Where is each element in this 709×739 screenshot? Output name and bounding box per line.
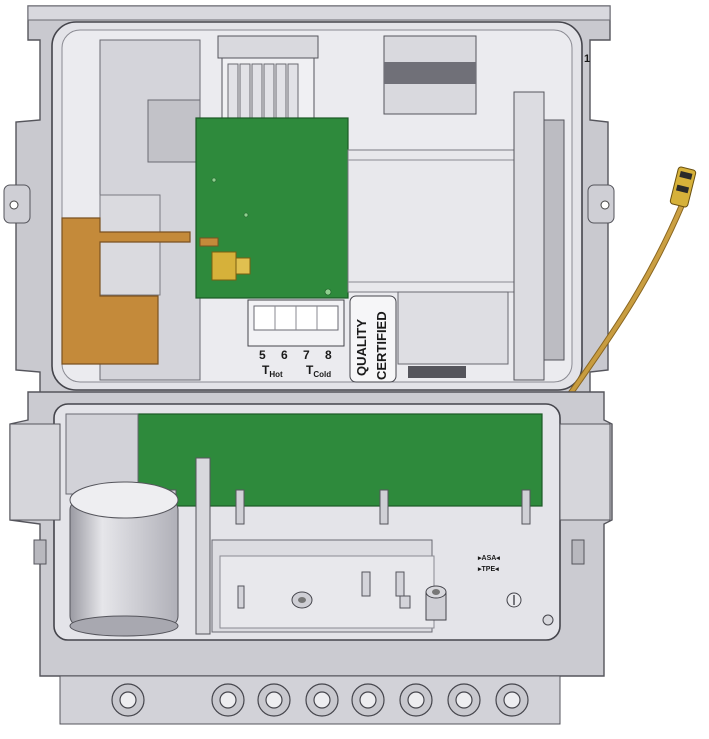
t-cold-label: TCold bbox=[306, 363, 331, 379]
right-flange bbox=[587, 184, 615, 224]
terminal-numbers: 5 6 7 8 bbox=[259, 348, 332, 362]
terminal-6: 6 bbox=[281, 348, 288, 362]
cable-gland-icon bbox=[495, 683, 529, 717]
mounting-hole-icon bbox=[600, 200, 610, 210]
cable-gland-icon bbox=[211, 683, 245, 717]
terminal-8: 8 bbox=[325, 348, 332, 362]
cable-gland-icon bbox=[305, 683, 339, 717]
copper-bracket bbox=[61, 217, 191, 365]
left-flange bbox=[3, 184, 31, 224]
terminal-5: 5 bbox=[259, 348, 266, 362]
top-housing: 1 bbox=[3, 5, 615, 399]
battery-cylinder bbox=[69, 481, 179, 637]
material-marking-tpe: ▸TPE◂ bbox=[477, 566, 499, 573]
cable-connector-icon bbox=[669, 166, 697, 208]
bottom-housing: ▸ASA◂ ▸TPE◂ bbox=[9, 391, 613, 725]
screw-boss-icon bbox=[291, 591, 313, 609]
material-marking-asa: ▸ASA◂ bbox=[477, 555, 500, 562]
sticker-line-1: QUALITY bbox=[354, 319, 369, 376]
quality-sticker: QUALITY CERTIFIED bbox=[349, 295, 397, 383]
screw-boss-icon bbox=[425, 585, 447, 621]
cable-glands bbox=[111, 683, 529, 717]
cable-gland-icon bbox=[351, 683, 385, 717]
sma-connector-icon bbox=[199, 237, 251, 281]
corner-number: 1 bbox=[584, 53, 590, 65]
sticker-line-2: CERTIFIED bbox=[374, 311, 389, 380]
screwdriver-symbol-icon bbox=[506, 592, 522, 608]
cable-gland-icon bbox=[257, 683, 291, 717]
mounting-hole-icon bbox=[9, 200, 19, 210]
cable-gland-icon bbox=[447, 683, 481, 717]
terminal-block bbox=[247, 299, 345, 347]
cable-gland-icon bbox=[399, 683, 433, 717]
t-hot-label: THot bbox=[262, 363, 283, 379]
terminal-7: 7 bbox=[303, 348, 310, 362]
cable-gland-icon bbox=[111, 683, 145, 717]
